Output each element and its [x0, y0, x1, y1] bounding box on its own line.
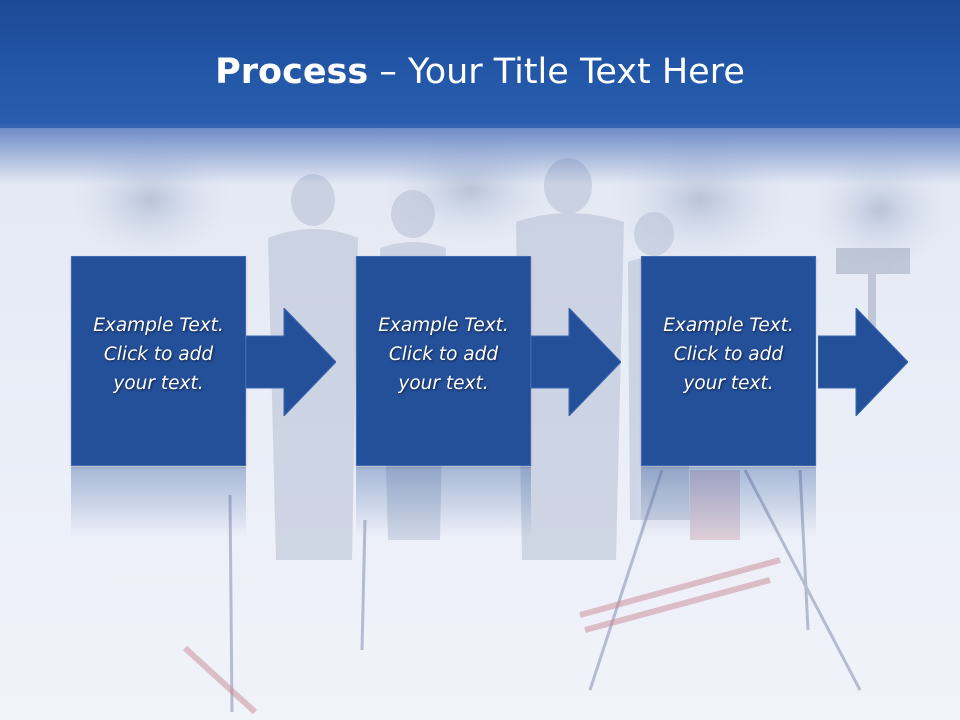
- step-1-line-2: Click to add: [103, 344, 214, 365]
- process-step-3[interactable]: Example Text. Click to add your text.: [641, 256, 816, 466]
- step-2-line-3: your text.: [398, 373, 489, 394]
- step-2-line-2: Click to add: [388, 344, 499, 365]
- process-step-1[interactable]: Example Text. Click to add your text.: [71, 256, 246, 466]
- step-2-line-1: Example Text.: [378, 315, 509, 336]
- step-1-text[interactable]: Example Text. Click to add your text.: [72, 311, 245, 398]
- arrow-right-icon: [531, 308, 621, 416]
- slide-title[interactable]: Process – Your Title Text Here: [0, 52, 960, 92]
- step-2-text[interactable]: Example Text. Click to add your text.: [357, 311, 530, 398]
- step-1-reflection: [71, 467, 246, 537]
- step-1-line-3: your text.: [113, 373, 204, 394]
- step-3-line-3: your text.: [683, 373, 774, 394]
- title-bar: [0, 0, 960, 128]
- step-2-reflection: [356, 467, 531, 537]
- step-2-box: Example Text. Click to add your text.: [356, 256, 531, 466]
- title-bar-fade: [0, 124, 960, 184]
- arrow-right-icon: [818, 308, 908, 416]
- step-1-line-1: Example Text.: [93, 315, 224, 336]
- process-step-2[interactable]: Example Text. Click to add your text.: [356, 256, 531, 466]
- step-3-line-1: Example Text.: [663, 315, 794, 336]
- step-3-text[interactable]: Example Text. Click to add your text.: [642, 311, 815, 398]
- step-1-box: Example Text. Click to add your text.: [71, 256, 246, 466]
- title-rest: – Your Title Text Here: [368, 52, 745, 92]
- step-3-reflection: [641, 467, 816, 537]
- step-3-line-2: Click to add: [673, 344, 784, 365]
- title-bold: Process: [215, 52, 369, 92]
- step-3-box: Example Text. Click to add your text.: [641, 256, 816, 466]
- arrow-right-icon: [246, 308, 336, 416]
